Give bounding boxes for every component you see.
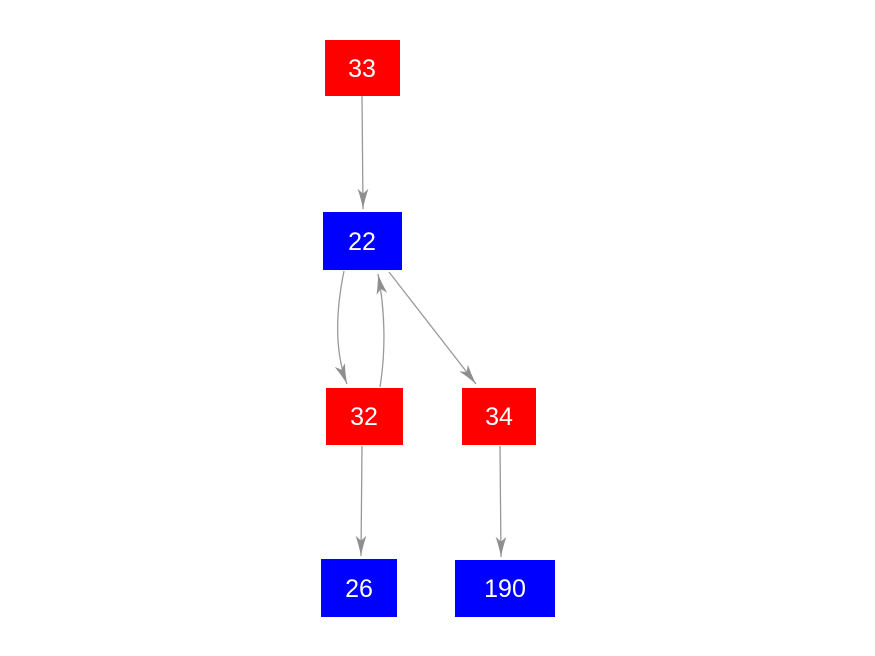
node-22: 22 bbox=[323, 212, 402, 270]
node-190: 190 bbox=[455, 560, 555, 617]
node-190-box bbox=[455, 560, 555, 617]
node-190-label: 190 bbox=[484, 575, 526, 603]
node-34-box bbox=[462, 388, 536, 445]
edge-32-22 bbox=[376, 273, 388, 388]
node-33-label: 33 bbox=[348, 55, 376, 83]
node-34-label: 34 bbox=[485, 403, 513, 431]
edge-22-34 bbox=[388, 271, 477, 385]
edge-34-190 bbox=[495, 445, 507, 558]
node-34: 34 bbox=[462, 388, 536, 445]
edge-22-32 bbox=[334, 270, 348, 385]
edge-33-22 bbox=[357, 95, 369, 210]
node-26-box bbox=[321, 559, 397, 617]
node-33: 33 bbox=[325, 40, 400, 96]
edges-layer bbox=[334, 95, 507, 558]
node-22-label: 22 bbox=[348, 228, 376, 256]
node-26-label: 26 bbox=[345, 575, 373, 603]
node-26: 26 bbox=[321, 559, 397, 617]
node-32-label: 32 bbox=[350, 403, 378, 431]
node-32: 32 bbox=[326, 388, 403, 445]
nodes-layer: 33 22 32 34 26 190 bbox=[321, 40, 555, 617]
edge-32-26 bbox=[355, 445, 367, 557]
node-22-box bbox=[323, 212, 402, 270]
node-32-box bbox=[326, 388, 403, 445]
node-33-box bbox=[325, 40, 400, 96]
